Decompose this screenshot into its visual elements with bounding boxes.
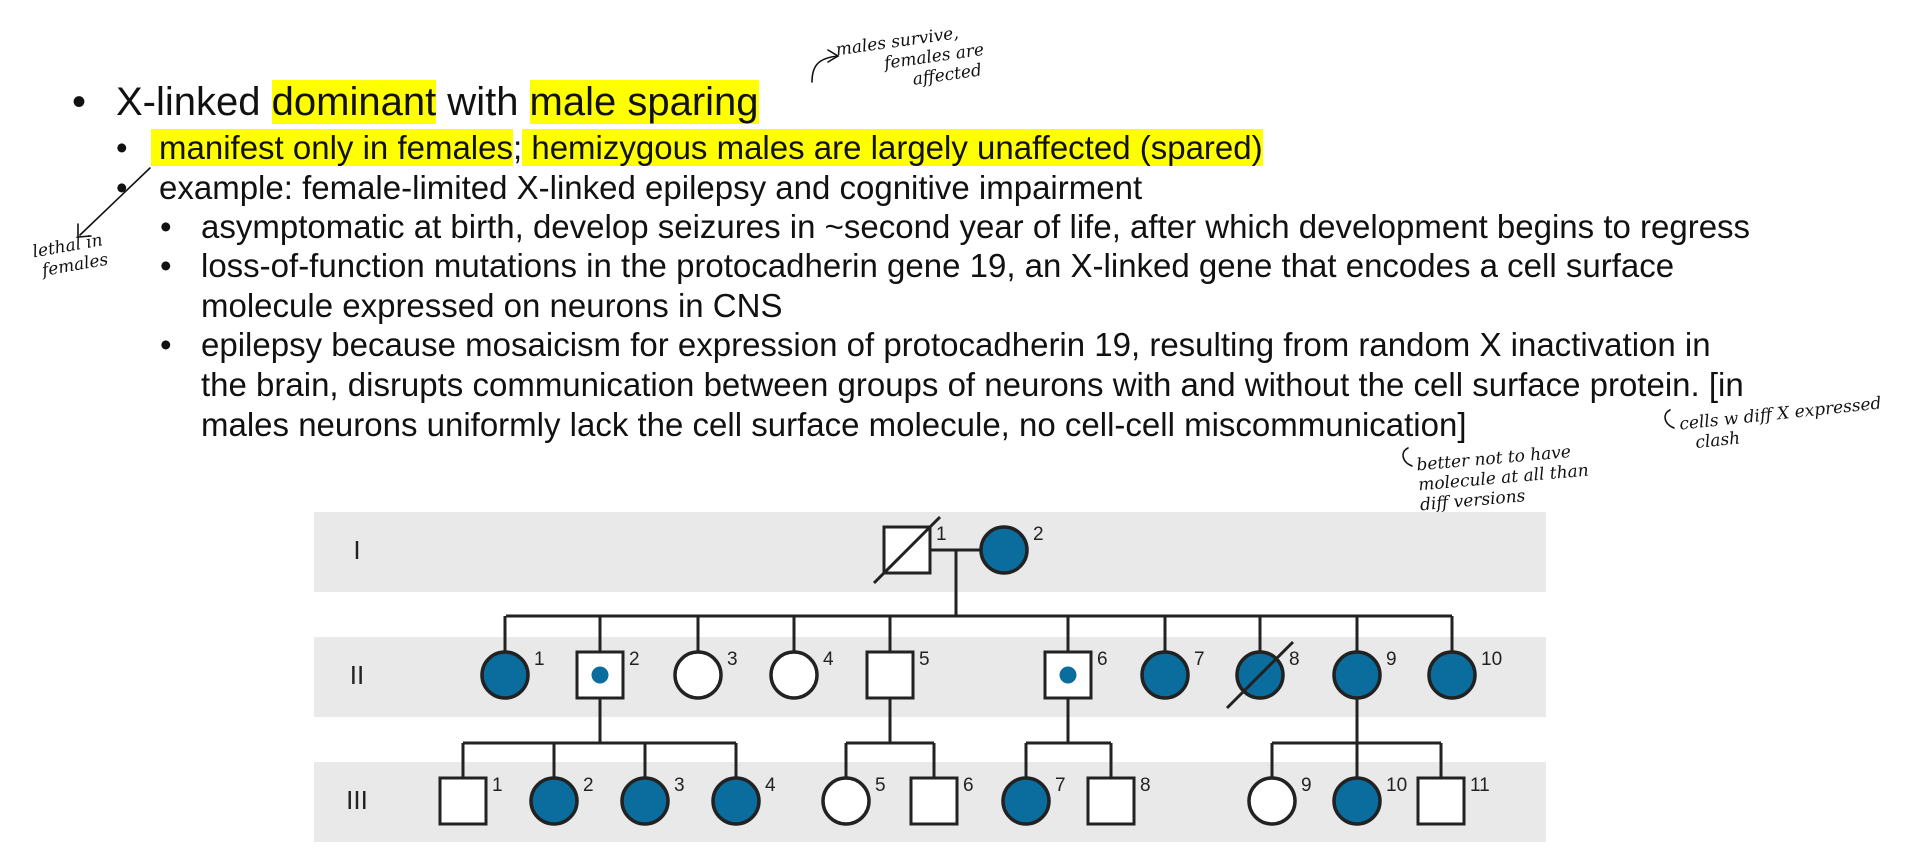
individual-I-2-number: 2 [1033,524,1044,545]
point-loss-of-function-line1: loss-of-function mutations in the protoc… [201,247,1675,284]
individual-III-2-number: 2 [583,775,594,796]
point-epilepsy-line1: epilepsy because mosaicism for expressio… [201,326,1711,363]
individual-III-8-male-symbol [1086,776,1136,826]
bullet-dot: • [160,247,172,284]
individual-II-1-number: 1 [534,649,545,670]
individual-I-1-deceased-slash [872,515,942,585]
individual-III-8-number: 8 [1140,775,1151,796]
arrowhead [77,223,92,238]
individual-II-8-deceased-slash [1225,640,1295,710]
individual-I-1-number: 1 [936,524,947,545]
individual-II-2-number: 2 [629,649,640,670]
bullet-dot: • [116,129,128,166]
individual-III-5-female-symbol [821,776,871,826]
individual-II-6-number: 6 [1097,649,1108,670]
generation-label: I [353,535,360,565]
generation-label: II [350,660,364,690]
point-epilepsy-line3: males neurons uniformly lack the cell su… [201,406,1467,443]
sub-point-example: example: female-limited X-linked epileps… [159,169,1143,206]
hook-arrow-mid [1402,447,1413,467]
bullet-dot: • [160,208,172,245]
individual-III-10-number: 10 [1386,775,1407,796]
point-epilepsy-line2: the brain, disrupts communication betwee… [201,366,1744,403]
point-asymptomatic: asymptomatic at birth, develop seizures … [201,208,1751,245]
hook-arrow-right [1664,409,1675,429]
individual-III-10-female-symbol [1332,776,1382,826]
heading-highlight-dominant: dominant [271,80,437,124]
individual-II-3-female-symbol [673,650,723,700]
bullet-dot: • [160,326,172,363]
individual-II-5-male-symbol [865,650,915,700]
individual-II-10-female-symbol [1427,650,1477,700]
bullet-dot: • [72,80,87,124]
individual-III-7-number: 7 [1055,775,1066,796]
arrowhead [827,49,840,63]
heading: X-linked dominant with male sparing [116,80,759,125]
individual-II-1-female-symbol [480,650,530,700]
individual-III-9-female-symbol [1247,776,1297,826]
individual-II-7-female-symbol [1140,650,1190,700]
individual-III-2-female-symbol [529,776,579,826]
individual-III-1-male-symbol [438,776,488,826]
individual-II-4-number: 4 [823,649,834,670]
individual-II-2-carrier-dot [591,666,609,684]
individual-II-6-carrier-dot [1059,666,1077,684]
individual-III-4-female-symbol [711,776,761,826]
bullet-dot: • [116,169,128,206]
individual-II-3-number: 3 [727,649,738,670]
heading-mid: with [436,80,530,124]
point-loss-of-function-line2: molecule expressed on neurons in CNS [201,287,783,324]
individual-II-8-number: 8 [1289,649,1300,670]
individual-II-5-number: 5 [919,649,930,670]
arrow-to-male-sparing [811,55,839,83]
individual-III-6-male-symbol [909,776,959,826]
separator: ; [513,129,523,166]
individual-I-2-female-symbol [979,525,1029,575]
individual-III-7-female-symbol [1001,776,1051,826]
sub-point-manifest: manifest only in females; hemizygous mal… [151,129,1263,167]
individual-II-9-female-symbol [1332,650,1382,700]
highlight-manifest-females: manifest only in females [151,129,513,166]
individual-III-1-number: 1 [492,775,503,796]
individual-III-11-number: 11 [1470,775,1490,796]
individual-III-9-number: 9 [1301,775,1312,796]
generation-label: III [346,785,368,815]
individual-II-10-number: 10 [1481,649,1502,670]
individual-III-11-male-symbol [1416,776,1466,826]
annotation-arrows [77,49,1675,467]
individual-III-6-number: 6 [963,775,974,796]
individual-III-3-female-symbol [620,776,670,826]
individual-II-7-number: 7 [1194,649,1205,670]
individual-III-4-number: 4 [765,775,776,796]
individual-III-5-number: 5 [875,775,886,796]
individual-II-4-female-symbol [769,650,819,700]
individual-III-3-number: 3 [674,775,685,796]
highlight-hemizygous-males: hemizygous males are largely unaffected … [522,129,1263,166]
heading-prefix: X-linked [116,80,272,124]
individual-II-9-number: 9 [1386,649,1397,670]
arrow-to-lethal [79,167,151,236]
heading-highlight-male-sparing: male sparing [529,80,759,124]
